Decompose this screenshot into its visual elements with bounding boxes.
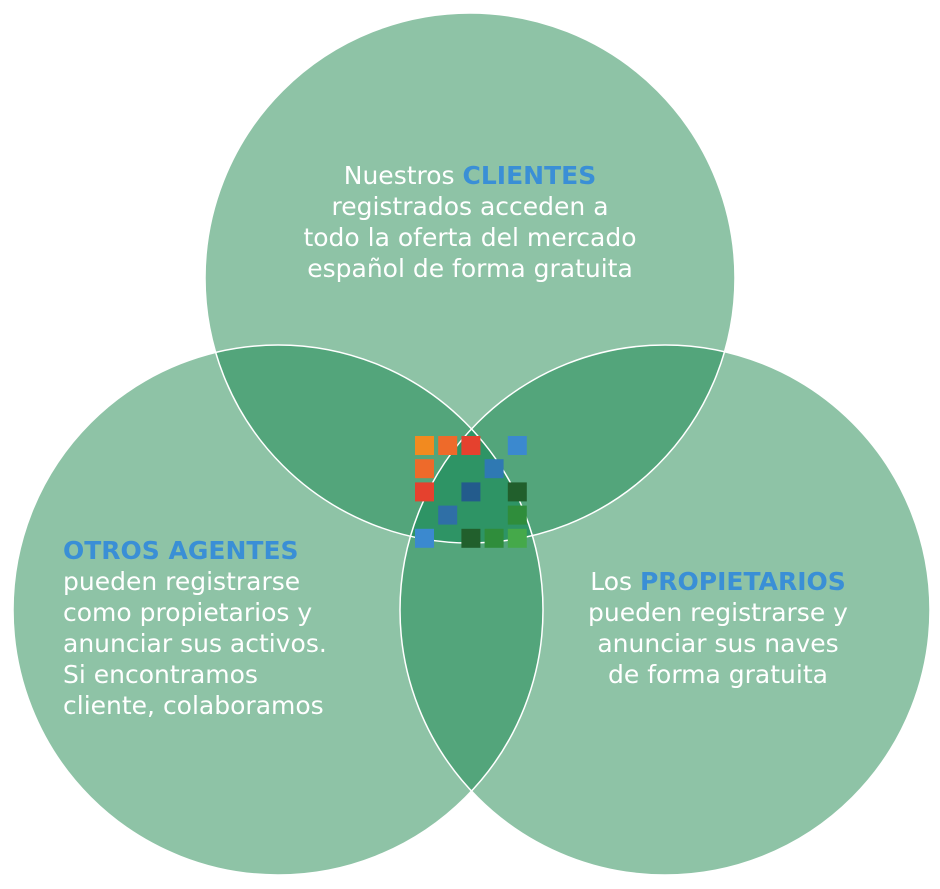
circle-propietarios-outline [399,344,931,876]
overlap-clientes-otros [205,345,543,543]
text-line: todo la oferta del mercado [240,222,700,253]
overlap-clientes-propietarios [400,345,735,543]
logo-cell [507,505,527,525]
logo-cell [461,436,481,455]
logo-cell [484,459,504,479]
text-line: cliente, colaboramos [63,690,403,721]
text-body: pueden registrarse [63,567,301,596]
text-body: pueden registrarse y [588,598,848,627]
highlight-label: PROPIETARIOS [639,567,846,596]
logo-cell [507,482,527,502]
pixel-mosaic-logo-icon [415,436,527,548]
text-prefix: Los [590,567,640,596]
text-body: anunciar sus activos. [63,629,327,658]
logo-cell [415,436,434,455]
text-body: anunciar sus naves [597,629,839,658]
text-line: pueden registrarse [63,566,403,597]
text-line: pueden registrarse y [548,597,888,628]
logo-cell [438,505,458,525]
text-line: OTROS AGENTES [63,535,403,566]
text-body: español de forma gratuita [307,254,633,283]
logo-cell [415,459,434,479]
text-body: registrados acceden a [331,192,609,221]
text-line: de forma gratuita [548,659,888,690]
logo-cell [507,436,527,455]
logo-cell [507,528,527,548]
text-line: Nuestros CLIENTES [240,160,700,191]
text-line: como propietarios y [63,597,403,628]
logo-cell [484,528,504,548]
logo-cell [415,528,434,548]
logo-cell [438,436,458,455]
text-line: registrados acceden a [240,191,700,222]
highlight-label: OTROS AGENTES [63,536,299,565]
text-prefix: Nuestros [343,161,463,190]
logo-cell [461,482,481,502]
circle-otros-agentes-outline [12,344,544,876]
text-line: anunciar sus activos. [63,628,403,659]
text-body: como propietarios y [63,598,313,627]
text-body: cliente, colaboramos [63,691,324,720]
logo-cell [415,482,434,502]
text-line: español de forma gratuita [240,253,700,284]
logo-cell [461,528,481,548]
text-line: Si encontramos [63,659,403,690]
text-body: todo la oferta del mercado [303,223,637,252]
text-body: de forma gratuita [608,660,828,689]
highlight-label: CLIENTES [462,161,597,190]
text-body: Si encontramos [63,660,258,689]
text-line: anunciar sus naves [548,628,888,659]
text-line: Los PROPIETARIOS [548,566,888,597]
